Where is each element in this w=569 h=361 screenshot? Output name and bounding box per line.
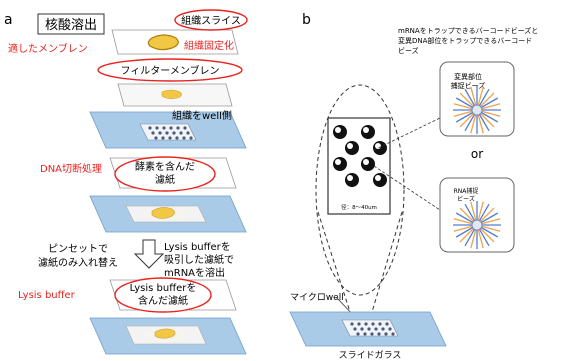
lysis-paper-label-2: 含んだ濾紙 bbox=[138, 294, 188, 307]
rna-capture-bead bbox=[453, 201, 501, 249]
microwell-dot bbox=[350, 322, 354, 326]
mutation-capture-bead bbox=[453, 86, 501, 134]
tweezers-label-2: 濾紙のみ入れ替え bbox=[38, 256, 118, 269]
microwell-dot bbox=[370, 332, 374, 336]
microwell-dot bbox=[357, 322, 361, 326]
tissue-on-slide-3 bbox=[154, 328, 176, 339]
tissue-to-well-label: 組織をwell側 bbox=[172, 109, 232, 122]
bead-note-2: 変異DNA部位をトラップできるバーコード bbox=[398, 36, 532, 45]
magnifier-line-left bbox=[317, 211, 351, 313]
zoom-well-bead bbox=[335, 159, 341, 165]
microwell-dot bbox=[367, 327, 371, 331]
dna-cut-label: DNA切断処理 bbox=[40, 162, 102, 175]
bead-core bbox=[471, 104, 483, 116]
magnifier-ellipse bbox=[315, 84, 405, 296]
magnifier-line-right bbox=[371, 211, 403, 313]
tissue-on-membrane bbox=[161, 89, 182, 99]
lysis-paper-callout bbox=[114, 277, 212, 313]
pointer-to-rna-bead bbox=[373, 165, 441, 211]
filter-membrane-callout bbox=[97, 58, 243, 82]
mutation-bead-label-2: 捕捉ビーズ bbox=[451, 81, 486, 90]
microwell-dot bbox=[356, 332, 360, 336]
bead-note-3: ビーズ bbox=[398, 46, 419, 55]
microwell-dot bbox=[391, 332, 395, 336]
slide-glass-label: スライドガラス bbox=[339, 350, 402, 361]
zoom-well-bead bbox=[375, 143, 381, 149]
lysis-absorb-label-3: mRNAを溶出 bbox=[164, 266, 225, 279]
microwell-dot bbox=[374, 327, 378, 331]
microwell-dots-b bbox=[350, 322, 395, 336]
microwell-dot bbox=[360, 327, 364, 331]
microwell-dot bbox=[377, 332, 381, 336]
microwell-dot bbox=[381, 327, 385, 331]
microwell-dot bbox=[353, 327, 357, 331]
down-arrow-icon bbox=[133, 239, 165, 269]
zoom-well-bead bbox=[363, 159, 369, 165]
suitable-membrane-label: 適したメンブレン bbox=[8, 42, 88, 55]
enzyme-paper-label-1: 酵素を含んだ bbox=[135, 160, 195, 173]
lysis-buffer-label: Lysis buffer bbox=[18, 290, 76, 301]
microwell-dot bbox=[384, 332, 388, 336]
pointer-to-mutation-bead bbox=[373, 117, 441, 151]
enzyme-paper-label-2: 濾紙 bbox=[155, 173, 175, 186]
microwell-dot bbox=[378, 322, 382, 326]
tissue-on-slide-2 bbox=[151, 207, 175, 219]
microwell-dot bbox=[364, 322, 368, 326]
mutation-bead-label-1: 変異部位 bbox=[454, 72, 482, 81]
title-box bbox=[37, 13, 105, 35]
well-dots-1 bbox=[148, 126, 193, 140]
tissue-fixed-shape bbox=[147, 34, 179, 51]
panel-a-letter: a bbox=[4, 12, 13, 28]
panel-b-letter: b bbox=[302, 12, 311, 28]
zoom-well-bead bbox=[375, 175, 381, 181]
fixation-label: 組織固定化 bbox=[184, 39, 234, 52]
microwell-dot bbox=[388, 327, 392, 331]
tweezers-label-1: ピンセットで bbox=[48, 243, 108, 255]
microwell-label: マイクロwell bbox=[290, 292, 344, 303]
tissue-slice-callout bbox=[174, 9, 248, 31]
zoom-well-bead bbox=[347, 175, 353, 181]
zoom-wells bbox=[333, 125, 387, 187]
diameter-label: 径：8〜40um bbox=[341, 203, 377, 211]
enzyme-paper-callout bbox=[114, 156, 216, 192]
microwell-dot bbox=[371, 322, 375, 326]
filter-membrane-label: フィルターメンブレン bbox=[120, 64, 219, 77]
bead-note-1: mRNAをトラップできるバーコードビーズと bbox=[398, 26, 538, 35]
bead-core bbox=[471, 219, 483, 231]
lysis-paper-label-1: Lysis bufferを bbox=[130, 282, 197, 294]
lysis-absorb-label-2: 吸引した濾紙で bbox=[164, 253, 234, 266]
zoom-well-bead bbox=[347, 143, 353, 149]
or-label: or bbox=[471, 147, 483, 161]
zoom-well-bead bbox=[335, 127, 341, 133]
microwell-dot bbox=[385, 322, 389, 326]
lysis-absorb-label-1: Lysis bufferを bbox=[164, 241, 231, 253]
microwell-dot bbox=[363, 332, 367, 336]
panel-a-title: 核酸溶出 bbox=[45, 18, 97, 33]
rna-bead-label-2: ビーズ bbox=[457, 195, 475, 203]
rna-bead-label-1: RNA捕捉 bbox=[454, 187, 479, 195]
tissue-slice-label: 組織スライス bbox=[181, 14, 241, 27]
zoom-well-bead bbox=[363, 127, 369, 133]
